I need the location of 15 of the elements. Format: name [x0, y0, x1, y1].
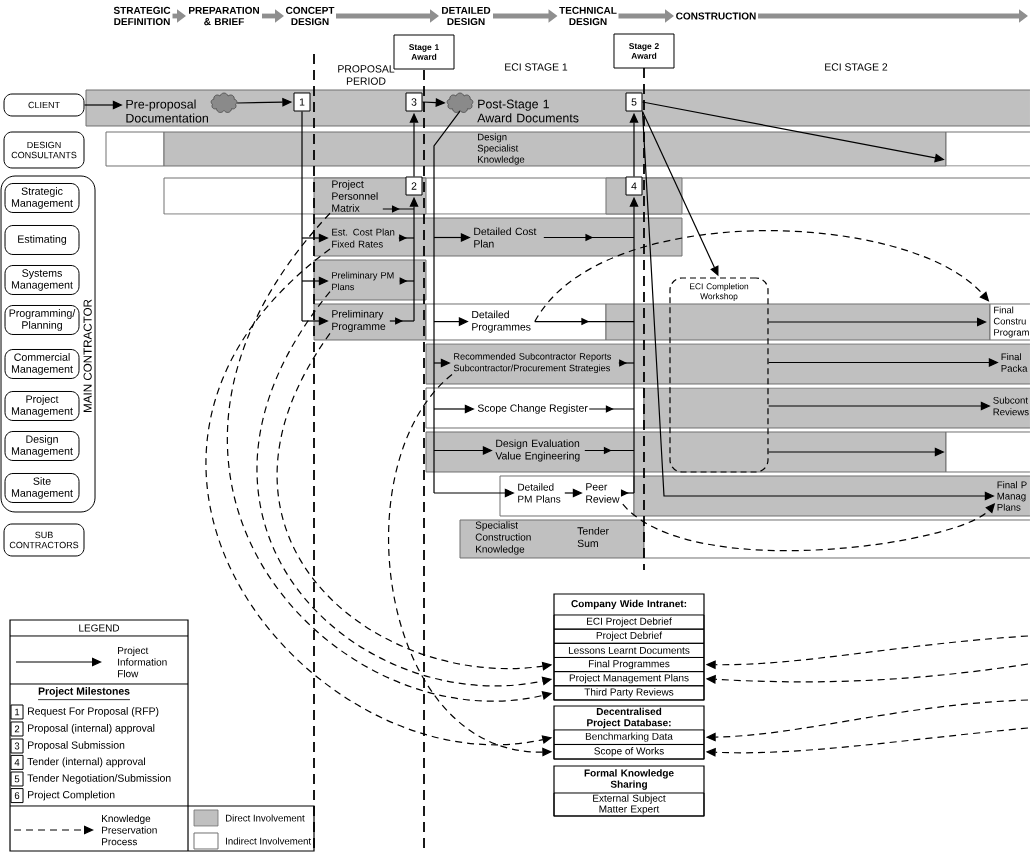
cloud-icon	[210, 92, 238, 113]
arrow	[389, 317, 415, 325]
arrow	[768, 317, 987, 327]
arrow	[588, 405, 635, 413]
arrow	[534, 317, 635, 326]
arrow	[382, 205, 415, 213]
lane-bar	[945, 131, 1030, 167]
lane-bar	[945, 431, 1030, 473]
connector-line	[301, 110, 303, 322]
arrow	[399, 277, 415, 285]
connector-line	[433, 110, 461, 494]
cloud-icon	[446, 92, 474, 113]
arrow	[398, 234, 415, 242]
arrow	[620, 489, 635, 497]
arrow	[618, 359, 635, 367]
